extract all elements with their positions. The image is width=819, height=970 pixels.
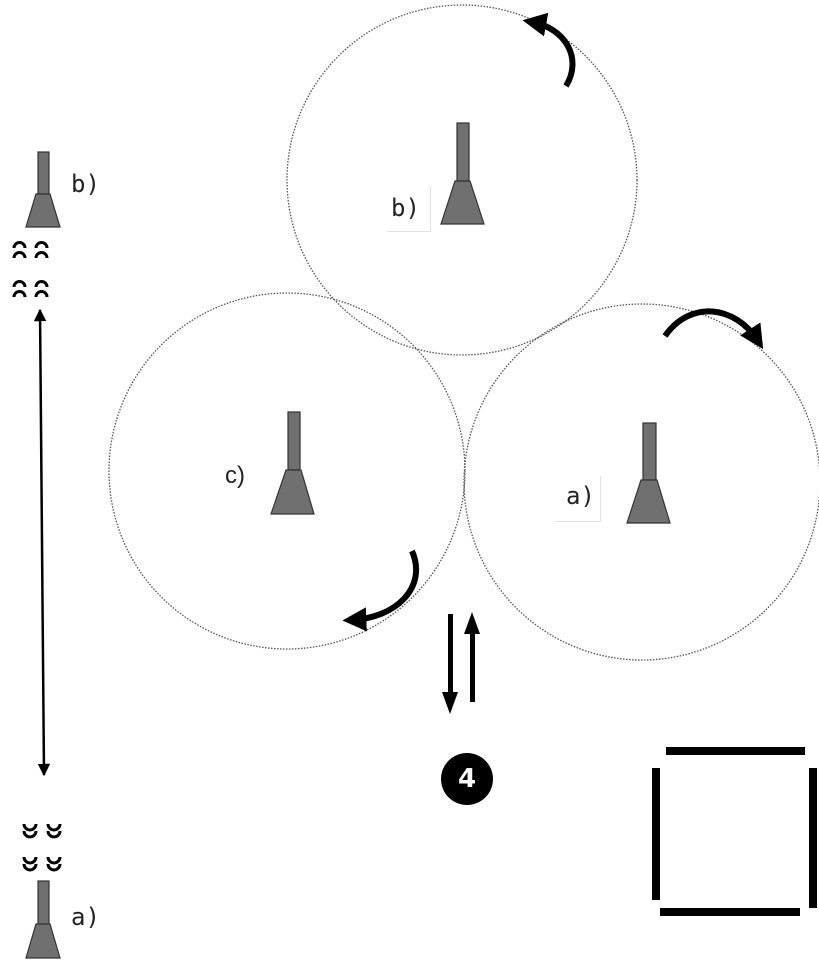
label-top-circle: b) — [391, 194, 420, 222]
handbell-figure-icon — [25, 151, 61, 228]
bell-loop-icon — [22, 823, 62, 872]
circle-left — [108, 292, 466, 650]
curved-arrow-icon — [522, 12, 576, 88]
step-badge-number: 4 — [457, 764, 477, 794]
handbell-figure-icon — [270, 411, 315, 515]
circle-top — [286, 4, 638, 356]
label-box-right — [555, 476, 601, 522]
curved-arrow-icon — [342, 549, 420, 632]
label-left-circle: c) — [225, 462, 245, 489]
curved-arrow-icon — [662, 308, 764, 350]
handbell-figure-icon — [25, 880, 61, 959]
up-down-arrows-icon — [442, 612, 480, 714]
label-side-top: b) — [71, 170, 100, 198]
square-outline-icon — [652, 747, 817, 916]
bell-loop-icon — [12, 241, 49, 298]
step-badge-circle — [441, 753, 493, 805]
circle-right — [463, 303, 819, 661]
label-side-bottom: a) — [71, 903, 100, 931]
distance-double-arrow — [33, 308, 51, 777]
label-box-top — [387, 186, 431, 232]
label-right-circle: a) — [566, 482, 595, 510]
handbell-figure-icon — [626, 422, 671, 524]
handbell-figure-icon — [440, 122, 485, 225]
